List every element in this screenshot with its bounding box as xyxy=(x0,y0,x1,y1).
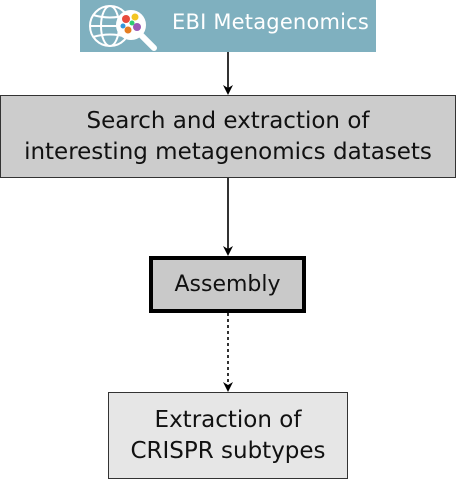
node-crispr-extraction: Extraction of CRISPR subtypes xyxy=(108,392,348,479)
ebi-metagenomics-logo: EBI Metagenomics xyxy=(80,0,376,52)
node-search-line-1: Search and extraction of xyxy=(86,107,370,134)
node-assembly: Assembly xyxy=(149,256,306,313)
node-search-line-2: interesting metagenomics datasets xyxy=(24,138,432,165)
node-crispr-line-2: CRISPR subtypes xyxy=(130,437,326,464)
node-search-extraction: Search and extraction of interesting met… xyxy=(0,95,456,178)
logo-title: EBI Metagenomics xyxy=(172,10,370,34)
node-assembly-label: Assembly xyxy=(174,272,281,297)
node-crispr-line-1: Extraction of xyxy=(154,406,302,433)
globe-magnifier-icon xyxy=(89,5,157,51)
